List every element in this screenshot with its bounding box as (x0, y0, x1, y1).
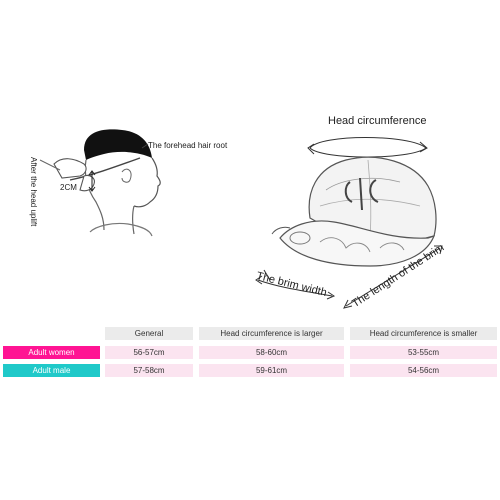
table-header-row: General Head circumference is larger Hea… (3, 327, 497, 340)
cap-illustration (255, 137, 443, 309)
header-smaller: Head circumference is smaller (350, 327, 497, 340)
two-cm-label: 2CM (60, 183, 77, 192)
header-general: General (105, 327, 193, 340)
larger-value: 59-61cm (199, 364, 344, 377)
header-larger: Head circumference is larger (199, 327, 344, 340)
row-label-adult-male: Adult male (3, 364, 100, 377)
smaller-value: 54-56cm (350, 364, 497, 377)
table-row: Adult women 56-57cm 58-60cm 53-55cm (3, 346, 497, 359)
head-uplift-label: After the head uplift (29, 157, 38, 227)
larger-value: 58-60cm (199, 346, 344, 359)
general-value: 56-57cm (105, 346, 193, 359)
row-label-adult-women: Adult women (3, 346, 100, 359)
smaller-value: 53-55cm (350, 346, 497, 359)
forehead-hair-root-label: The forehead hair root (148, 141, 228, 150)
head-measure-illustration (39, 129, 161, 237)
header-empty-cell (3, 327, 100, 340)
general-value: 57-58cm (105, 364, 193, 377)
head-circumference-label: Head circumference (328, 115, 427, 127)
table-row: Adult male 57-58cm 59-61cm 54-56cm (3, 364, 497, 377)
